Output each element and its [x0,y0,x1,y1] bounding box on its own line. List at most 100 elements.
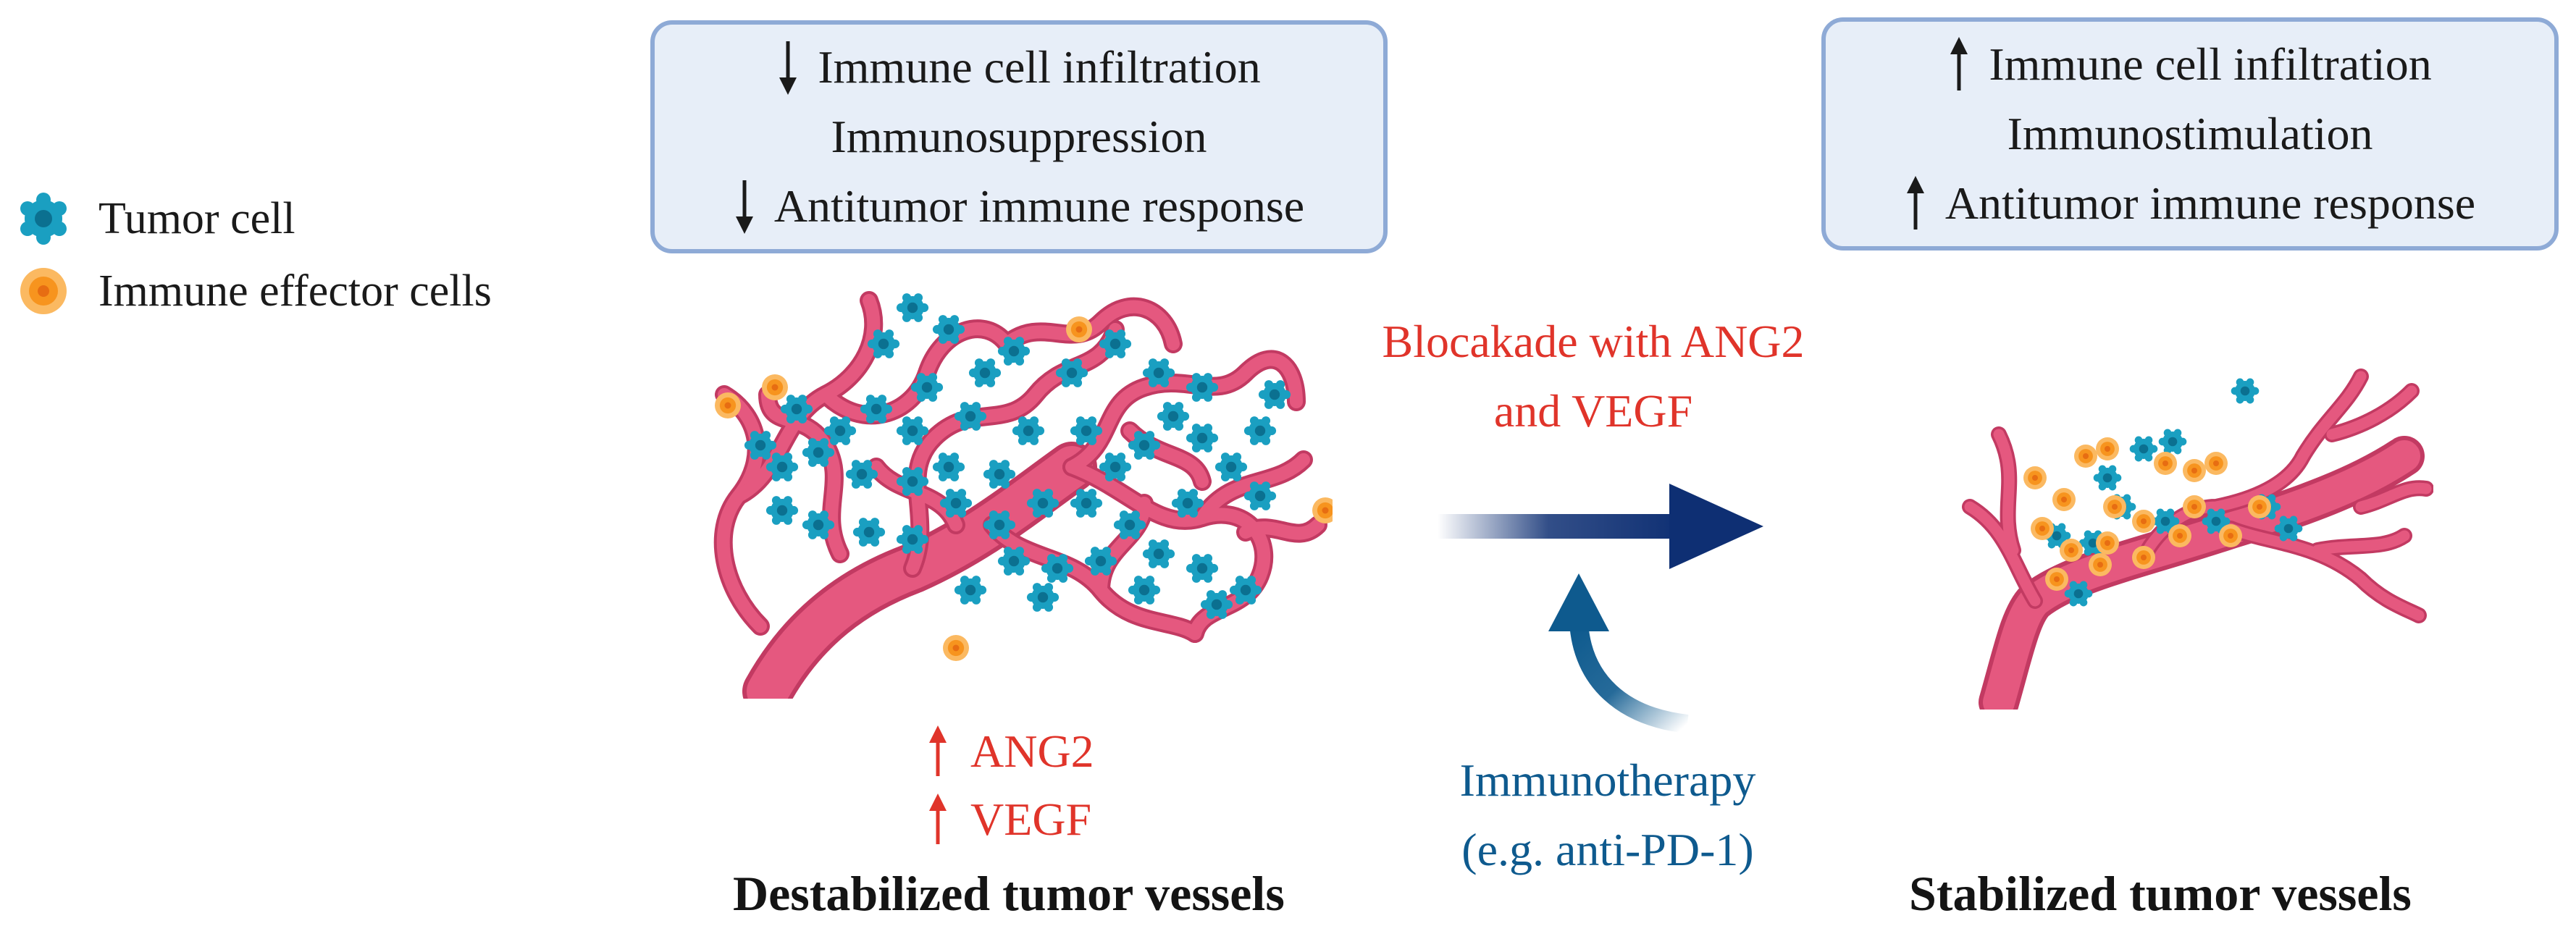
tumor-cell [852,518,886,547]
tumor-cell [896,293,929,322]
immune-cell-icon [20,268,67,314]
immune-cell [2168,524,2191,547]
left-effect-3: Antitumor immune response [734,172,1304,241]
tumor-cell [1099,329,1132,358]
stabilized-vessels-illustration [1962,369,2433,710]
immune-cell [2052,488,2076,511]
tumor-cell [1113,510,1146,539]
arrow-down-icon [735,180,753,234]
tumor-cell-icon [20,193,67,245]
factor-ang2: ANG2 [927,724,1094,779]
tumor-cell [1041,554,1074,583]
immune-cell [2089,553,2112,576]
tumor-cell [1070,416,1103,445]
tumor-cell [1012,416,1045,445]
arrow-up-icon [929,725,947,776]
tumor-cell [896,416,929,445]
immune-cell [2154,452,2177,475]
tumor-cell [2202,508,2231,534]
immune-cell [2060,539,2083,562]
tumor-cell [2274,515,2303,542]
tumor-cell [1214,453,1248,481]
right-effect-3: Antitumor immune response [1905,169,2475,238]
tumor-cell [1026,489,1060,518]
tumor-cell [2093,465,2122,491]
arrow-down-icon [779,41,797,95]
tumor-cell [802,438,835,467]
tumor-cell [1229,576,1262,605]
immunotherapy-curved-arrow [1548,573,1689,733]
tumor-cell [1055,358,1088,387]
tumor-cell [968,358,1002,387]
left-effects-box: Immune cell infiltration Immunosuppressi… [650,20,1388,253]
legend-item-tumor: Tumor cell [14,190,295,248]
tumor-cell [2231,378,2260,404]
tumor-cell [910,373,944,402]
tumor-cell [1243,416,1277,445]
tumor-cell [845,460,878,489]
immune-cell [943,635,969,661]
immune-cell [2204,452,2228,475]
tumor-cell [1099,453,1132,481]
immune-cell [715,392,741,418]
right-effect-1: Immune cell infiltration [1948,30,2432,99]
immune-cell [2096,531,2119,555]
tumor-cell [1186,554,1219,583]
arrow-up-icon [1950,37,1968,91]
legend-tumor-label: Tumor cell [98,193,295,243]
right-effect-2: Immunostimulation [2007,108,2373,159]
tumor-cell [1070,489,1103,518]
immune-cell [2031,517,2054,540]
caption-stabilized: Stabilized tumor vessels [1909,866,2412,921]
tumor-cell [780,395,813,424]
right-effects-box: Immune cell infiltration Immunostimulati… [1821,17,2559,251]
tumor-cell [997,337,1031,366]
tumor-cell [1243,481,1277,510]
legend-immune-label: Immune effector cells [98,266,492,316]
immune-cell [2074,445,2097,468]
tumor-cell [1157,402,1190,431]
tumor-cell [1258,380,1291,409]
tumor-cell [2129,436,2158,462]
arrow-up-icon [1906,176,1924,230]
immune-cell [2023,466,2047,489]
left-effect-2: Immunosuppression [831,111,1207,162]
tumor-cell [765,496,799,525]
tumor-cell [1026,583,1060,612]
tumor-cell [954,402,987,431]
immune-cell [2183,459,2206,482]
tumor-cell [1142,358,1175,387]
immune-cell [2183,495,2206,518]
tumor-cell [983,460,1016,489]
tumor-cell [860,395,893,424]
immune-cell [1312,497,1333,523]
arrow-up-icon [929,794,947,844]
tumor-cell [823,416,857,445]
tumor-cell [896,467,929,496]
immune-cell [1066,316,1092,342]
tumor-cell [1084,547,1117,576]
tumor-cell [939,489,973,518]
legend-item-immune: Immune effector cells [14,262,492,320]
tumor-cell [1186,424,1219,453]
factor-vegf: VEGF [927,792,1091,847]
immune-cell [762,374,788,400]
blockade-text: Blocakade with ANG2 and VEGF [1382,316,1805,437]
tumor-cell [983,510,1016,539]
immune-cell [2096,437,2119,460]
tumor-cell [1128,576,1161,605]
tumor-cell [2064,581,2093,607]
tumor-cell [1128,431,1161,460]
caption-destabilized: Destabilized tumor vessels [733,866,1285,921]
tumor-cell [1186,373,1219,402]
tumor-cell [896,525,929,554]
left-effect-1: Immune cell infiltration [777,33,1261,102]
immune-cell [2248,495,2271,518]
immune-cell [2219,524,2242,547]
tumor-cell [1200,590,1233,619]
tumor-cell [1171,489,1204,518]
tumor-cell [765,453,799,481]
immune-cell [2132,546,2155,569]
immune-cell [2045,568,2068,591]
tumor-cell [997,547,1031,576]
